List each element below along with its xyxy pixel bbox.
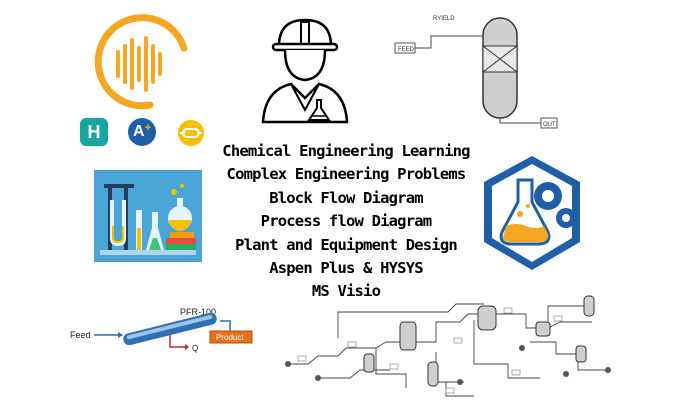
headline-item: Plant and Equipment Design: [235, 235, 458, 254]
headline-item: Process flow Diagram: [260, 212, 432, 231]
headline-item: Chemical Engineering Learning: [222, 142, 470, 160]
pfr-heat-label: Q: [192, 344, 198, 353]
aspen-icon-letter: A: [133, 123, 145, 140]
pfr-feed-label: Feed: [70, 330, 91, 340]
feed-label: FEED: [398, 47, 415, 53]
pfr-label: PFR-100: [180, 307, 216, 317]
exchanger-app-icon: [178, 120, 204, 146]
hysys-app-icon: H: [80, 118, 108, 146]
aspen-plus-app-icon: A +: [128, 118, 156, 146]
headline-item: MS Visio: [311, 282, 381, 301]
brand-logo: [94, 14, 188, 110]
aspen-icon-plus: +: [144, 122, 151, 134]
engineer-icon: [261, 18, 349, 124]
flask-gears-logo: [484, 156, 580, 270]
pfr-product-label: Product: [216, 333, 244, 342]
headline-item: Complex Engineering Problems: [226, 165, 467, 184]
out-label: OUT: [543, 122, 556, 128]
headline-item: Block Flow Diagram: [269, 188, 423, 207]
ryield-reactor-diagram: RYIELD FEED OUT: [394, 16, 558, 129]
headline-list: Chemical Engineering Learning Complex En…: [222, 140, 470, 304]
pfr-diagram: PFR-100 Feed Product Q: [70, 307, 253, 353]
hysys-icon-letter: H: [87, 121, 101, 142]
ryield-label: RYIELD: [433, 16, 455, 22]
lab-equipment-illustration: [94, 170, 202, 262]
headline-item: Aspen Plus & HYSYS: [269, 259, 423, 278]
process-flowsheet: [285, 295, 611, 397]
